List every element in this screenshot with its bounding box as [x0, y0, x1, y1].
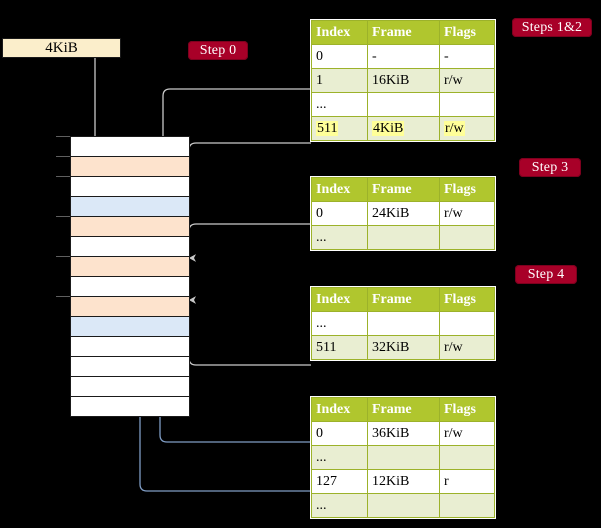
table-row: ... — [311, 225, 495, 250]
table-cell-index: ... — [311, 493, 368, 518]
table-cell-flags — [439, 445, 495, 470]
memory-frame-row — [70, 156, 190, 177]
physical-memory-column — [56, 136, 190, 417]
table-cell-frame — [367, 225, 440, 250]
table-cell-flags — [439, 225, 495, 250]
table-cell-frame — [367, 493, 440, 518]
table-cell-index: 511 — [311, 116, 368, 141]
memory-frame-row — [70, 356, 190, 377]
table-cell-flags: r/w — [439, 201, 495, 226]
memory-frame-tick — [56, 136, 70, 137]
table-header-flags: Flags — [439, 20, 495, 45]
table-header-index: Index — [311, 397, 368, 422]
table-cell-frame: 4KiB — [367, 116, 440, 141]
table-cell-frame: 36KiB — [367, 421, 440, 446]
table-cell-flags: r/w — [439, 335, 495, 360]
memory-frame-row — [70, 376, 190, 397]
table-cell-flags — [439, 311, 495, 336]
table-cell-flags: r/w — [439, 421, 495, 446]
table-cell-index: ... — [311, 225, 368, 250]
memory-frame-row — [70, 396, 190, 417]
table-header-index: Index — [311, 20, 368, 45]
memory-frame-row — [70, 216, 190, 237]
table-cell-index: ... — [311, 311, 368, 336]
table-header-frame: Frame — [367, 20, 440, 45]
table-header-frame: Frame — [367, 397, 440, 422]
badge-steps-1-2-label: Steps 1&2 — [521, 19, 583, 35]
memory-frame-tick — [56, 256, 70, 257]
table-cell-flags: r — [439, 469, 495, 494]
table-row: 0-- — [311, 44, 495, 69]
table-cell-flags: - — [439, 44, 495, 69]
memory-frame-tick — [56, 176, 70, 177]
badge-step-0-label: Step 0 — [199, 42, 237, 58]
memory-frame-row — [70, 176, 190, 197]
table-header-index: Index — [311, 177, 368, 202]
table-row: ... — [311, 92, 495, 117]
table-cell-index: 1 — [311, 68, 368, 93]
table-cell-index: 0 — [311, 421, 368, 446]
table-header-frame: Frame — [367, 177, 440, 202]
table-row: ... — [311, 445, 495, 470]
table-cell-flags: r/w — [439, 116, 495, 141]
table-row: 511 4KiB r/w — [311, 116, 495, 141]
table-cell-index: 0 — [311, 44, 368, 69]
table-cell-index: ... — [311, 92, 368, 117]
highlighted-value: 511 — [316, 120, 339, 136]
table-cell-flags — [439, 493, 495, 518]
table-cell-frame — [367, 445, 440, 470]
table-header-flags: Flags — [439, 287, 495, 312]
table-cell-flags: r/w — [439, 68, 495, 93]
table-header-frame: Frame — [367, 287, 440, 312]
memory-frame-row — [70, 276, 190, 297]
table-cell-frame: 24KiB — [367, 201, 440, 226]
table-header-flags: Flags — [439, 177, 495, 202]
table-cell-frame: 32KiB — [367, 335, 440, 360]
table-header-index: Index — [311, 287, 368, 312]
badge-steps-1-2: Steps 1&2 — [512, 18, 592, 37]
table-row: ... — [311, 311, 495, 336]
memory-frame-row — [70, 256, 190, 277]
table-cell-frame — [367, 311, 440, 336]
table-cell-flags — [439, 92, 495, 117]
memory-frame-row — [70, 136, 190, 157]
table-header-flags: Flags — [439, 397, 495, 422]
source-page-box: 4KiB — [2, 38, 121, 58]
memory-frame-row — [70, 196, 190, 217]
badge-step-4: Step 4 — [515, 265, 577, 284]
table-cell-index: 127 — [311, 469, 368, 494]
table-row: ... — [311, 493, 495, 518]
table-cell-index: 0 — [311, 201, 368, 226]
memory-frame-tick — [56, 216, 70, 217]
table-cell-frame: 12KiB — [367, 469, 440, 494]
memory-frame-row — [70, 316, 190, 337]
memory-frame-tick — [56, 156, 70, 157]
table-cell-frame — [367, 92, 440, 117]
memory-frame-row — [70, 296, 190, 317]
memory-frame-row — [70, 236, 190, 257]
memory-frame-row — [70, 336, 190, 357]
table-cell-frame: 16KiB — [367, 68, 440, 93]
highlighted-value: r/w — [444, 120, 465, 136]
table-cell-index: 511 — [311, 335, 368, 360]
badge-step-3-label: Step 3 — [531, 159, 569, 175]
source-page-label: 4KiB — [45, 39, 78, 56]
table-cell-index: ... — [311, 445, 368, 470]
highlighted-value: 4KiB — [372, 120, 405, 136]
memory-frame-tick — [56, 296, 70, 297]
badge-step-3: Step 3 — [519, 158, 581, 177]
badge-step-4-label: Step 4 — [527, 266, 565, 282]
badge-step-0: Step 0 — [188, 41, 248, 60]
table-cell-frame: - — [367, 44, 440, 69]
